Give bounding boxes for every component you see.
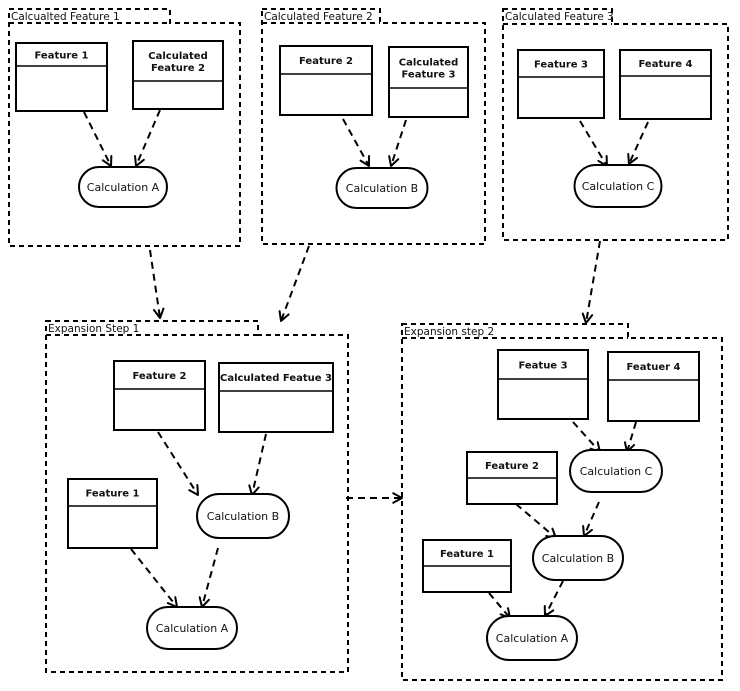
class-box-label: Featuer 4 (626, 362, 680, 373)
class-box-label: Feature 2 (151, 63, 205, 74)
calculation-label: Calculation C (580, 465, 653, 478)
dependency-arrow (579, 120, 608, 167)
class-box: Feature 2 (466, 451, 558, 505)
dependency-arrow (157, 431, 199, 496)
class-box: Featuer 4 (607, 351, 700, 422)
class-box: Feature 2 (113, 360, 206, 431)
class-box-label: Feature 1 (440, 549, 494, 560)
calculation-label: Calculation B (207, 510, 279, 523)
calculation-node: Calculation C (569, 449, 663, 493)
class-box: Feature 2 (279, 45, 373, 116)
class-box-label: Featue 3 (518, 361, 567, 372)
class-box: Feature 1 (15, 42, 108, 112)
dependency-arrow (134, 109, 161, 167)
calculation-node: Calculation C (573, 164, 663, 208)
group-cf1: Calcualted Feature 1 (8, 8, 241, 247)
calculation-label: Calculation B (346, 182, 418, 195)
dependency-arrow (572, 421, 601, 453)
dependency-arrow (515, 503, 557, 539)
calculation-label: Calculation A (496, 632, 569, 645)
class-box-label: Feature 2 (132, 371, 186, 382)
class-box: Calculated Featue 3 (218, 362, 334, 433)
class-box-label: Calculated Featue 3 (220, 373, 332, 384)
class-box-label: Feature 2 (485, 461, 539, 472)
dependency-arrow (130, 548, 178, 608)
group-es2: Expansion step 2 (401, 323, 723, 681)
group-frame (261, 8, 486, 245)
dependency-arrow (623, 421, 637, 453)
group-frame (401, 323, 723, 681)
class-box: Feature 4 (619, 49, 712, 120)
calculation-label: Calculation B (542, 552, 614, 565)
class-box: Featue 3 (497, 349, 589, 420)
group-title: Expansion step 2 (404, 326, 494, 338)
calculation-node: Calculation B (196, 493, 290, 539)
dependency-arrow (582, 501, 600, 537)
class-box-label: Feature 3 (534, 60, 588, 71)
class-box-label: Feature 2 (299, 56, 353, 67)
dependency-arrow (627, 121, 649, 165)
group-title: Calculated Feature 3 (505, 11, 614, 23)
dependency-arrow (149, 249, 165, 319)
calculation-node: Calculation B (532, 535, 624, 581)
class-box-label: Feature 1 (85, 489, 139, 500)
calculation-node: Calculation B (335, 167, 429, 209)
group-title: Expansion Step 1 (48, 323, 139, 335)
group-cf2: Calculated Feature 2 (261, 8, 486, 245)
dependency-arrow (488, 592, 511, 619)
calculation-label: Calculation A (156, 622, 229, 635)
dependency-arrow (543, 580, 564, 617)
calculation-node: Calculation A (78, 166, 168, 208)
group-cf3: Calculated Feature 3 (502, 8, 729, 241)
class-box-label: Feature 1 (34, 51, 88, 62)
calculation-node: Calculation A (486, 615, 578, 661)
group-title: Calcualted Feature 1 (11, 11, 120, 23)
group-es1: Expansion Step 1 (45, 320, 349, 673)
class-box: Feature 1 (67, 478, 158, 549)
class-box: Feature 3 (517, 49, 605, 119)
dependency-arrow (248, 433, 267, 496)
dependency-arrow (198, 547, 219, 608)
dependency-arrow (346, 492, 403, 504)
dependency-arrow (342, 118, 370, 167)
dependency-arrow (581, 240, 601, 324)
dependency-arrow (83, 111, 113, 167)
class-box-label: Feature 4 (638, 59, 692, 70)
calculation-node: Calculation A (146, 606, 238, 650)
group-frame (502, 8, 729, 241)
class-box-label: Feature 3 (401, 70, 455, 81)
calculation-label: Calculation A (87, 181, 160, 194)
dependency-arrow (388, 119, 407, 167)
dependency-arrow (278, 245, 310, 322)
group-frame (8, 8, 241, 247)
group-frame (45, 320, 349, 673)
calculation-label: Calculation C (582, 180, 655, 193)
class-box-label: Calculated (399, 58, 458, 69)
class-box: Feature 1 (422, 539, 512, 593)
group-title: Calculated Feature 2 (264, 11, 373, 23)
class-box-label: Calculated (148, 51, 207, 62)
